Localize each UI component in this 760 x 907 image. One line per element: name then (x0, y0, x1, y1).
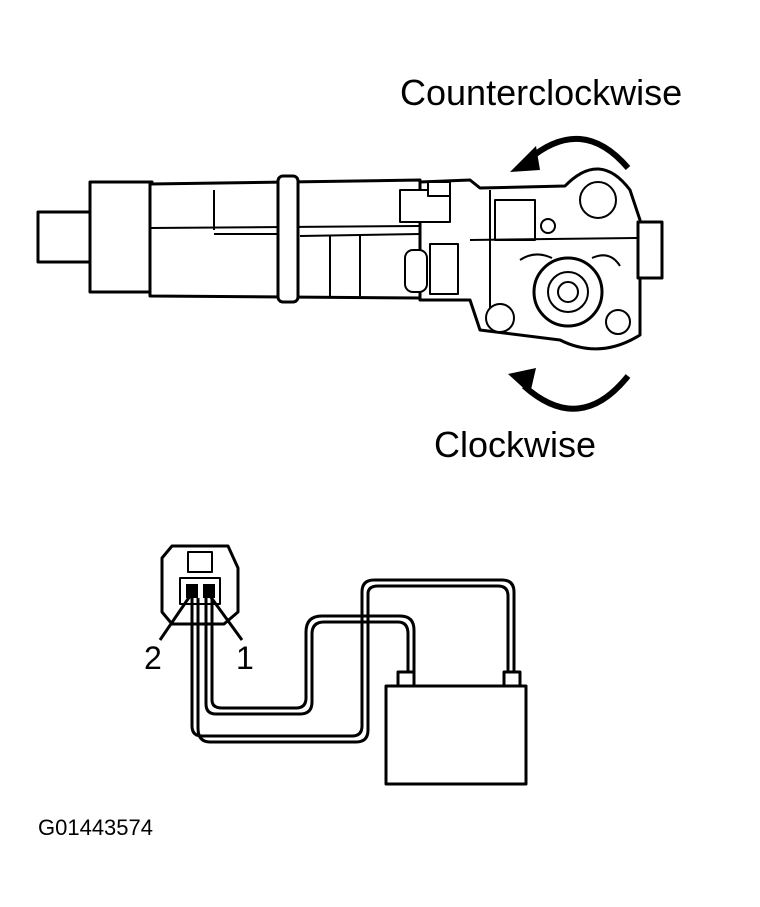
battery-body (384, 684, 528, 786)
battery-terminal-negative (396, 670, 416, 688)
wire-pin-2 (190, 578, 516, 738)
counterclockwise-label: Counterclockwise (400, 72, 683, 113)
counterclockwise-arrow (526, 136, 631, 170)
rotation-arrows (508, 136, 631, 412)
terminal-pin-2 (186, 584, 198, 598)
pin-2-leader (158, 595, 192, 641)
pin-1-label: 1 (236, 640, 254, 676)
clockwise-arrow (522, 374, 631, 412)
terminal-pin-1 (203, 584, 215, 598)
actuator-right-stub (636, 220, 664, 280)
clockwise-arrow-head (508, 368, 536, 394)
pin-leader-lines (158, 595, 244, 641)
wiring (190, 578, 516, 744)
wire-pin-1 (204, 598, 410, 716)
actuator-band-clamp (276, 174, 300, 304)
battery-terminal-positive (502, 670, 522, 688)
figure-code: G01443574 (38, 815, 153, 840)
battery (384, 670, 528, 786)
clockwise-label: Clockwise (434, 424, 597, 465)
counterclockwise-arrow-head (510, 146, 540, 172)
actuator-motor-body (88, 180, 154, 294)
pin-2-label: 2 (144, 640, 162, 676)
pin-1-leader (208, 595, 244, 641)
connector-latch (187, 551, 213, 573)
connector (160, 544, 240, 626)
actuator-assembly (36, 167, 664, 351)
actuator-end-cap (36, 210, 92, 264)
